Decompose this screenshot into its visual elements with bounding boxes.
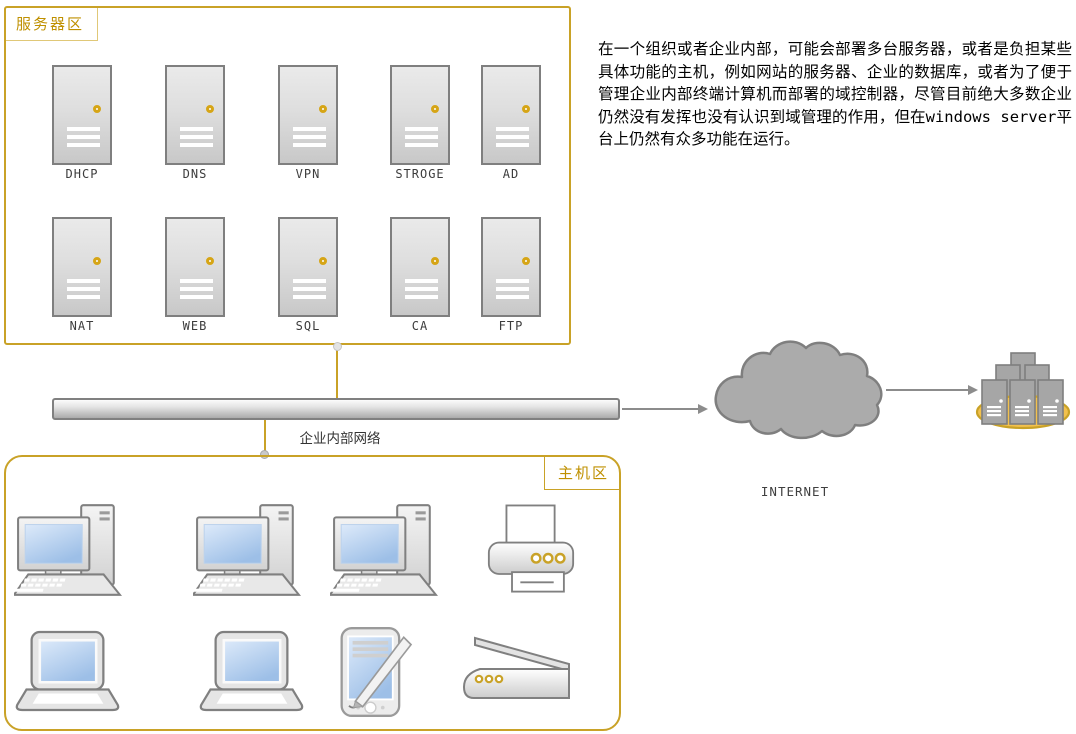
server-label-web: WEB: [182, 319, 208, 333]
internet-label: INTERNET: [760, 484, 830, 499]
server-label-sql: SQL: [295, 319, 321, 333]
server-led-icon: [431, 257, 439, 265]
server-slot: [293, 143, 326, 147]
connector-serverzone-to-bar: [336, 346, 338, 398]
connector-joint-icon: [333, 342, 342, 351]
connector-joint-icon: [260, 450, 269, 459]
server-label-nat: NAT: [69, 319, 95, 333]
internal-network-bar[interactable]: [52, 398, 620, 420]
desktop-computer-icon[interactable]: [330, 503, 442, 597]
server-slot: [180, 135, 213, 139]
server-slot: [405, 135, 438, 139]
server-slot: [67, 135, 100, 139]
server-slot: [405, 295, 438, 299]
server-farm-icon[interactable]: [975, 348, 1071, 430]
laptop-icon[interactable]: [198, 630, 306, 712]
host-zone-title: 主机区: [543, 457, 619, 490]
server-slot: [405, 127, 438, 131]
server-slot: [180, 143, 213, 147]
arrow-bar-to-cloud: [622, 408, 700, 410]
host-zone-box: 主机区: [4, 455, 621, 731]
server-slot: [293, 287, 326, 291]
server-slot: [496, 287, 529, 291]
desktop-computer-icon[interactable]: [193, 503, 305, 597]
connector-bar-to-hostzone: [264, 420, 266, 455]
server-led-icon: [206, 105, 214, 113]
server-icon-nat[interactable]: [52, 217, 112, 317]
server-label-stroge: STROGE: [395, 167, 445, 181]
server-slot: [405, 287, 438, 291]
server-slot: [496, 135, 529, 139]
server-slot: [67, 127, 100, 131]
arrowhead-icon: [698, 404, 708, 414]
server-led-icon: [522, 257, 530, 265]
server-slot: [496, 279, 529, 283]
server-led-icon: [93, 105, 101, 113]
server-slot: [293, 127, 326, 131]
server-icon-web[interactable]: [165, 217, 225, 317]
server-label-ftp: FTP: [498, 319, 524, 333]
laptop-icon[interactable]: [14, 630, 122, 712]
server-slot: [67, 279, 100, 283]
server-slot: [496, 143, 529, 147]
server-label-dns: DNS: [182, 167, 208, 181]
server-icon-ftp[interactable]: [481, 217, 541, 317]
arrow-cloud-to-farm: [886, 389, 970, 391]
server-led-icon: [431, 105, 439, 113]
server-zone-box: 服务器区: [4, 6, 571, 345]
server-label-ca: CA: [411, 319, 429, 333]
server-slot: [180, 295, 213, 299]
server-icon-dhcp[interactable]: [52, 65, 112, 165]
server-slot: [67, 295, 100, 299]
server-led-icon: [319, 105, 327, 113]
desktop-computer-icon[interactable]: [14, 503, 126, 597]
server-slot: [496, 295, 529, 299]
server-slot: [180, 279, 213, 283]
scanner-icon[interactable]: [462, 636, 572, 700]
server-slot: [405, 279, 438, 283]
pda-with-stylus-icon[interactable]: [338, 622, 422, 722]
description-paragraph: 在一个组织或者企业内部，可能会部署多台服务器，或者是负担某些具体功能的主机，例如…: [598, 40, 1072, 148]
server-icon-ad[interactable]: [481, 65, 541, 165]
server-slot: [67, 287, 100, 291]
server-slot: [293, 279, 326, 283]
server-slot: [67, 143, 100, 147]
server-icon-ca[interactable]: [390, 217, 450, 317]
server-label-ad: AD: [502, 167, 520, 181]
server-led-icon: [522, 105, 530, 113]
internet-cloud-icon[interactable]: [703, 337, 887, 441]
server-icon-vpn[interactable]: [278, 65, 338, 165]
server-slot: [293, 135, 326, 139]
server-icon-sql[interactable]: [278, 217, 338, 317]
server-zone-title: 服务器区: [6, 8, 99, 41]
server-slot: [180, 287, 213, 291]
server-label-vpn: VPN: [295, 167, 321, 181]
server-slot: [405, 143, 438, 147]
server-slot: [496, 127, 529, 131]
arrowhead-icon: [968, 385, 978, 395]
internal-network-label: 企业内部网络: [299, 431, 381, 447]
printer-icon[interactable]: [487, 500, 575, 598]
server-slot: [293, 295, 326, 299]
server-label-dhcp: DHCP: [65, 167, 99, 181]
server-icon-stroge[interactable]: [390, 65, 450, 165]
server-slot: [180, 127, 213, 131]
server-led-icon: [93, 257, 101, 265]
server-icon-dns[interactable]: [165, 65, 225, 165]
server-led-icon: [206, 257, 214, 265]
server-led-icon: [319, 257, 327, 265]
